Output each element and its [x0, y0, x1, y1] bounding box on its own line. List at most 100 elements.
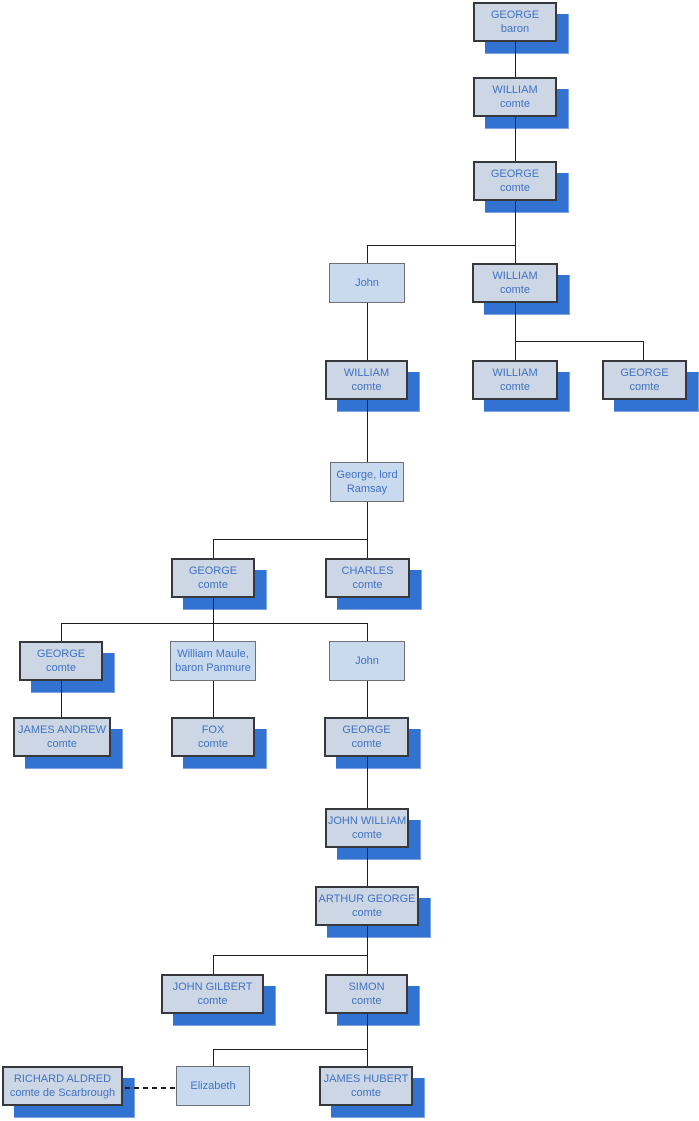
person-node-simon-comte: SIMON comte: [325, 974, 408, 1014]
person-name: JAMES ANDREW: [17, 724, 106, 736]
person-title: Ramsay: [346, 483, 388, 495]
connector-line-horizontal: [213, 955, 368, 956]
person-node-george-comte-5: GEORGE comte: [324, 717, 409, 757]
person-name: GEORGE: [620, 367, 669, 379]
connector-line-horizontal: [61, 623, 368, 624]
person-name: GEORGE: [36, 648, 86, 660]
person-name: John: [355, 655, 379, 667]
person-name: WILLIAM: [343, 367, 390, 379]
person-node-william-comte-1: WILLIAM comte: [473, 77, 557, 117]
person-node-william-maule: William Maule, baron Panmure: [170, 641, 256, 681]
person-node-john-2: John: [329, 641, 405, 681]
person-node-george-comte-4: GEORGE comte: [19, 641, 103, 681]
person-name: RICHARD ALDRED: [13, 1073, 112, 1085]
person-title: comte: [46, 662, 76, 674]
marriage-dashed-line: [125, 1087, 176, 1089]
person-name: WILLIAM: [492, 270, 538, 282]
person-node-george-comte-2: GEORGE comte: [602, 360, 687, 400]
connector-line-vertical: [367, 681, 368, 717]
person-title: comte: [47, 738, 77, 750]
person-node-george-baron: GEORGE baron: [473, 2, 557, 42]
person-title: comte de Scarbrough: [9, 1087, 116, 1099]
connector-line-vertical: [213, 955, 214, 974]
person-node-william-comte-3: WILLIAM comte: [325, 360, 408, 400]
connector-line-vertical: [515, 201, 516, 263]
person-title: comte: [352, 829, 382, 841]
connector-line-horizontal: [515, 341, 644, 342]
connector-line-horizontal: [367, 245, 516, 246]
connector-line-vertical: [367, 848, 368, 886]
person-title: comte: [351, 381, 382, 393]
person-node-james-andrew-comte: JAMES ANDREW comte: [13, 717, 111, 757]
person-node-george-comte-3: GEORGE comte: [171, 558, 255, 598]
person-title: baron Panmure: [175, 662, 251, 674]
connector-line-horizontal: [213, 1049, 368, 1050]
connector-line-vertical: [367, 502, 368, 558]
connector-line-vertical: [367, 926, 368, 974]
person-name: George, lord: [336, 469, 398, 481]
person-name: GEORGE: [342, 724, 391, 736]
person-title: comte: [500, 284, 530, 296]
person-name: JOHN WILLIAM: [327, 815, 407, 827]
connector-line-vertical: [213, 1049, 214, 1066]
person-title: comte: [197, 995, 228, 1007]
person-name: GEORGE: [490, 9, 540, 21]
person-node-george-comte-1: GEORGE comte: [473, 161, 557, 201]
connector-line-vertical: [515, 303, 516, 360]
connector-line-vertical: [367, 400, 368, 462]
person-node-john-william-comte: JOHN WILLIAM comte: [325, 808, 409, 848]
person-title: comte: [351, 738, 382, 750]
connector-line-horizontal: [213, 539, 368, 540]
connector-line-vertical: [643, 341, 644, 360]
person-node-william-comte-4: WILLIAM comte: [472, 360, 558, 400]
person-node-fox-comte: FOX comte: [171, 717, 255, 757]
person-node-richard-aldred: RICHARD ALDRED comte de Scarbrough: [2, 1066, 123, 1106]
person-node-charles-comte: CHARLES comte: [325, 558, 410, 598]
person-node-john-gilbert-comte: JOHN GILBERT comte: [161, 974, 264, 1014]
person-title: comte: [500, 98, 530, 110]
connector-line-vertical: [213, 681, 214, 717]
person-title: comte: [198, 738, 228, 750]
person-node-john-1: John: [329, 263, 405, 303]
connector-line-vertical: [515, 117, 516, 161]
connector-line-vertical: [213, 539, 214, 558]
connector-line-vertical: [367, 757, 368, 808]
person-name: SIMON: [348, 981, 385, 993]
person-name: GEORGE: [188, 565, 238, 577]
person-name: FOX: [201, 724, 225, 736]
person-name: WILLIAM: [492, 367, 538, 379]
person-node-william-comte-2: WILLIAM comte: [472, 263, 558, 303]
connector-line-vertical: [61, 681, 62, 717]
person-title: comte: [198, 579, 228, 591]
person-name: WILLIAM: [492, 84, 538, 96]
person-title: comte: [352, 907, 382, 919]
connector-line-vertical: [213, 598, 214, 623]
connector-line-vertical: [367, 303, 368, 360]
connector-line-vertical: [515, 42, 516, 77]
person-title: comte: [629, 381, 660, 393]
person-title: comte: [351, 1087, 381, 1099]
person-name: JAMES HUBERT: [323, 1073, 409, 1085]
person-name: John: [355, 277, 379, 289]
person-name: Elizabeth: [190, 1080, 236, 1092]
connector-line-vertical: [367, 1014, 368, 1066]
person-title: comte: [500, 381, 530, 393]
connector-line-vertical: [213, 623, 214, 641]
person-title: comte: [352, 579, 383, 591]
person-title: comte: [500, 182, 530, 194]
person-name: CHARLES: [341, 565, 394, 577]
person-title: comte: [351, 995, 382, 1007]
connector-line-vertical: [367, 245, 368, 263]
connector-line-vertical: [61, 623, 62, 641]
person-title: baron: [500, 23, 530, 35]
person-name: GEORGE: [490, 168, 540, 180]
person-name: William Maule,: [177, 648, 249, 660]
connector-line-vertical: [367, 623, 368, 641]
person-node-james-hubert-comte: JAMES HUBERT comte: [319, 1066, 413, 1106]
person-name: JOHN GILBERT: [172, 981, 253, 993]
